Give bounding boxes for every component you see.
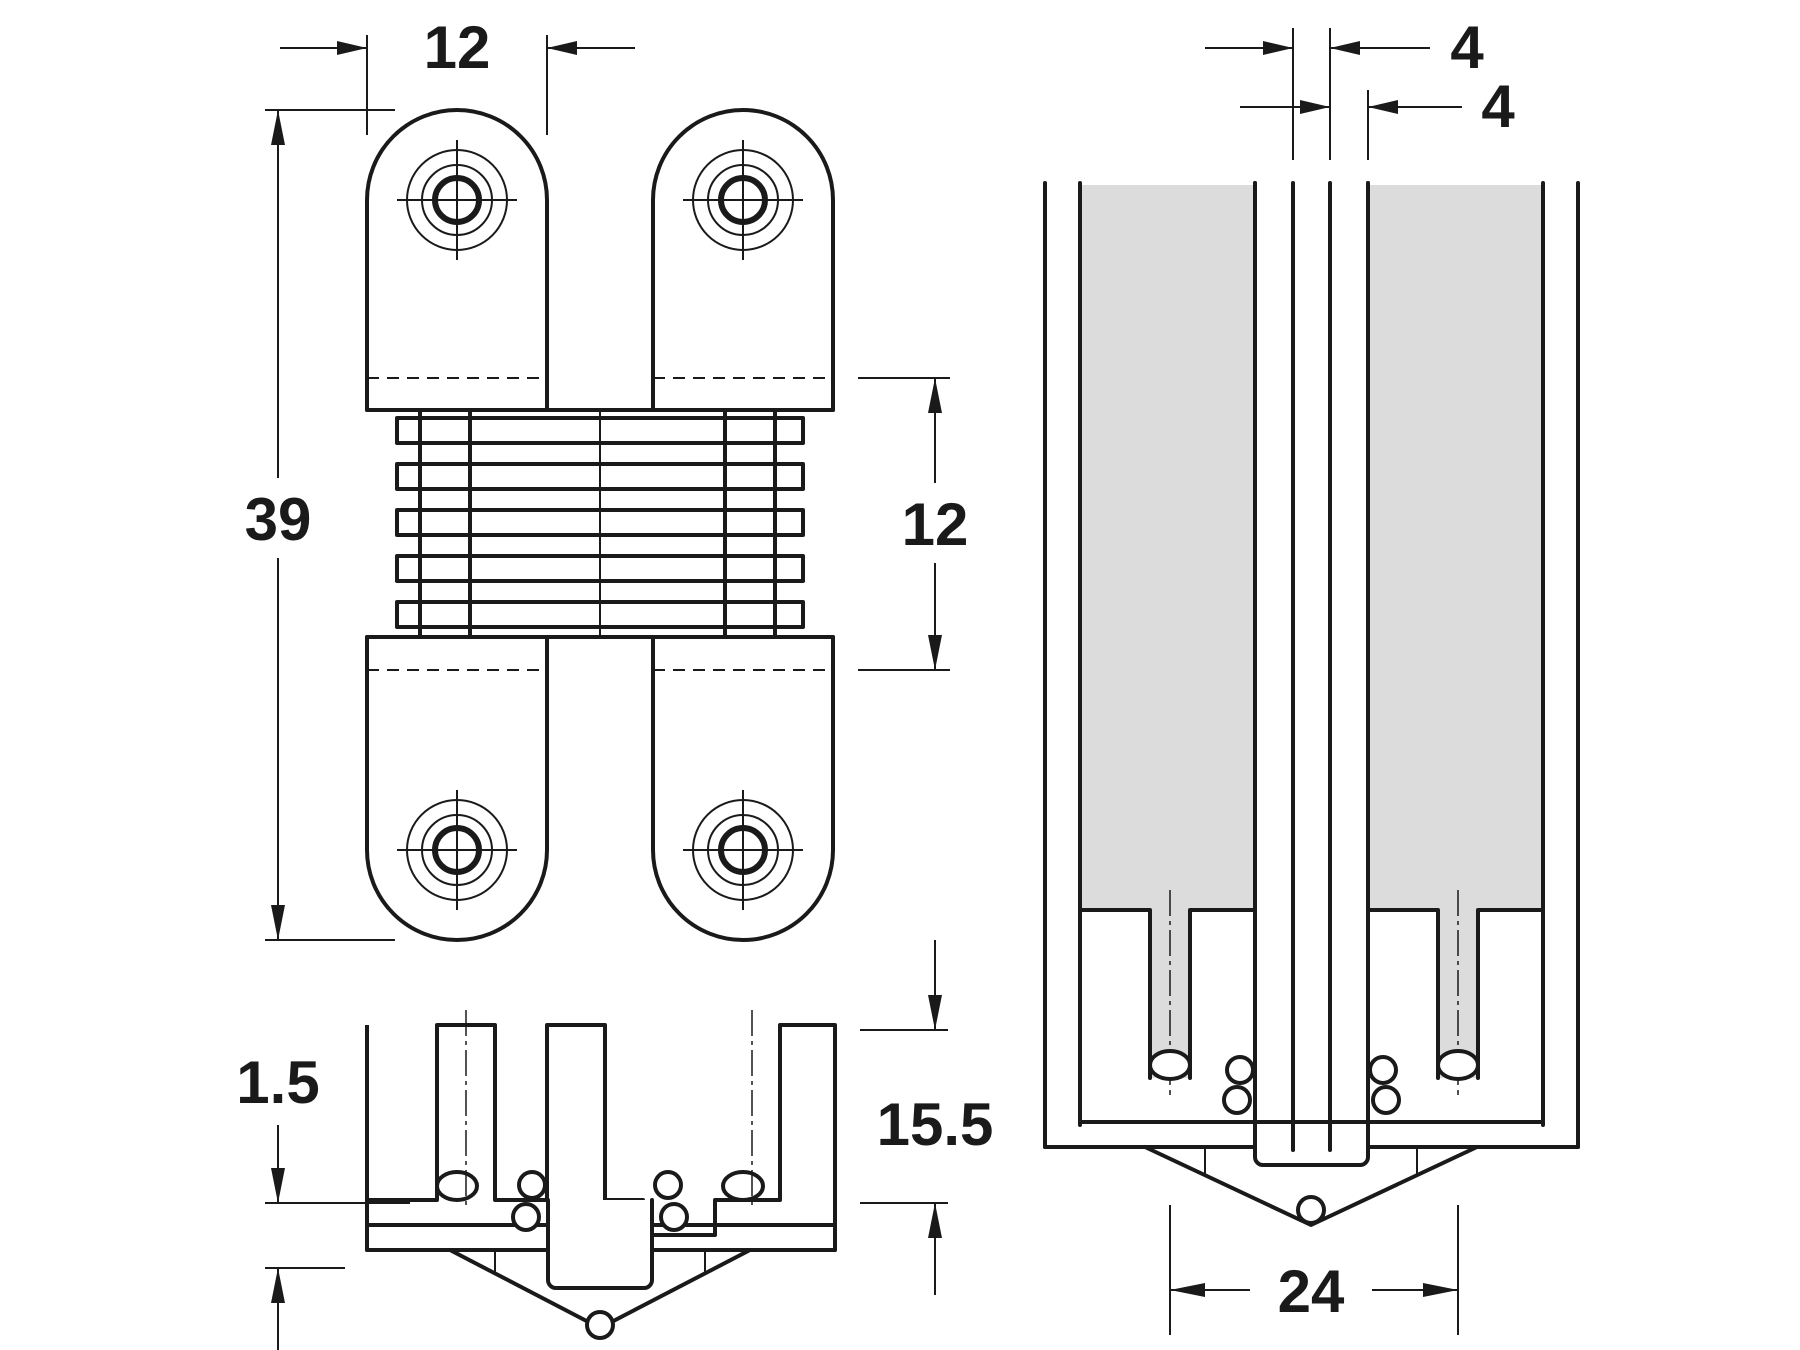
dimension-label-body-height: 12 xyxy=(902,491,969,558)
leaf-bottom-left xyxy=(365,635,549,942)
dimension-body-height: 12 xyxy=(858,377,985,671)
dimension-top-width: 12 xyxy=(280,14,635,135)
side-view: 1.5 15.5 xyxy=(236,940,993,1350)
dimension-door-thickness: 24 xyxy=(1169,1205,1459,1335)
dimension-label-offset: 1.5 xyxy=(236,1049,319,1116)
dimension-label-gap-a: 4 xyxy=(1450,14,1484,81)
dimension-label-depth: 15.5 xyxy=(877,1091,994,1158)
dimension-gap-b: 4 xyxy=(1240,73,1515,160)
dimension-depth: 15.5 xyxy=(860,940,993,1295)
dimension-label-top-width: 12 xyxy=(424,14,491,81)
dimension-label-gap-b: 4 xyxy=(1481,73,1515,140)
screw-hole-bottom-left xyxy=(397,790,517,910)
installed-section-view: 4 4 24 xyxy=(1043,14,1580,1335)
screw-hole-bottom-right xyxy=(683,790,803,910)
leaf-bottom-right xyxy=(651,635,835,942)
dimension-label-total-height: 39 xyxy=(245,486,312,553)
screw-hole-top-right xyxy=(683,140,803,260)
dimension-total-height: 39 xyxy=(225,109,395,941)
screw-hole-top-left xyxy=(397,140,517,260)
front-view: 12 39 12 xyxy=(225,14,985,942)
hinge-knuckle-body xyxy=(365,408,835,639)
dimension-offset: 1.5 xyxy=(236,1049,410,1350)
dimension-label-door-thickness: 24 xyxy=(1278,1258,1345,1325)
dimension-gap-a: 4 xyxy=(1205,14,1484,160)
